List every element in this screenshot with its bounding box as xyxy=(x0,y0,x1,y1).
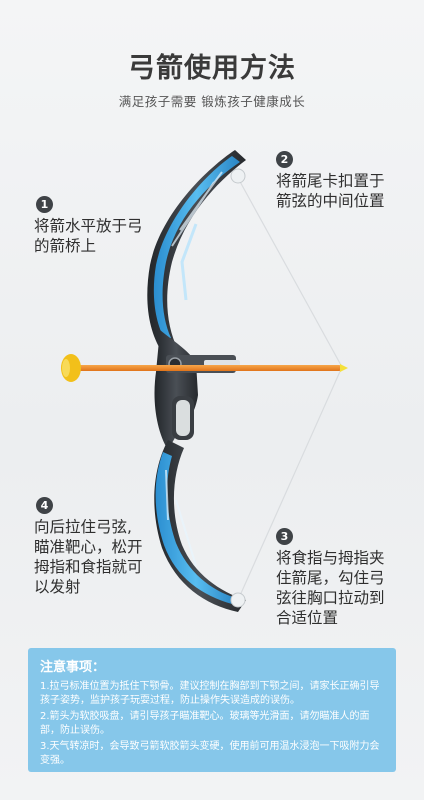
bow-riser xyxy=(154,330,240,450)
notice-item-3: 3.天气转凉时，会导致弓箭软胶箭头变硬，使用前可用温水浸泡一下吸附力会变强。 xyxy=(40,741,380,766)
step-3-line-2: 住箭尾，勾住弓 xyxy=(276,569,385,587)
notice-box: 注意事项： 1.拉弓标准位置为抵住下颚骨。建议控制在胸部到下颚之间，请家长正确引… xyxy=(28,648,396,772)
step-2-line-1: 将箭尾卡扣置于 xyxy=(276,172,385,190)
step-4-text: 向后拉住弓弦, 瞄准靶心，松开 拇指和食指就可 以发射 xyxy=(34,517,143,597)
arrow xyxy=(61,354,348,382)
upper-tip xyxy=(230,168,246,184)
step-1-text: 将箭水平放于弓 的箭桥上 xyxy=(34,216,143,256)
step-1-line-1: 将箭水平放于弓 xyxy=(34,217,143,235)
notice-item-1: 1.拉弓标准位置为抵住下颚骨。建议控制在胸部到下颚之间，请家长正确引导孩子姿势，… xyxy=(40,681,380,706)
bow-illustration xyxy=(61,150,348,612)
step-4-line-2: 瞄准靶心，松开 xyxy=(34,538,143,556)
step-4-line-4: 以发射 xyxy=(34,578,81,596)
page-title: 弓箭使用方法 xyxy=(128,53,296,84)
lower-limb xyxy=(154,440,246,612)
step-4-line-3: 拇指和食指就可 xyxy=(34,558,143,576)
step-3-badge: 3 xyxy=(276,528,293,545)
notice-item-2: 2.箭头为软胶吸盘，请引导孩子瞄准靶心。玻璃等光滑面，请勿瞄准人的面部，防止误伤… xyxy=(40,711,370,736)
notice-title: 注意事项： xyxy=(40,660,106,675)
step-3-text: 将食指与拇指夹 住箭尾，勾住弓 弦往胸口拉动到 合适位置 xyxy=(276,548,385,628)
step-4-badge: 4 xyxy=(36,497,53,514)
lower-tip xyxy=(230,592,246,608)
step-2-badge: 2 xyxy=(276,151,293,168)
step-2-line-2: 箭弦的中间位置 xyxy=(276,192,385,210)
upper-limb xyxy=(147,150,246,352)
page-subtitle: 满足孩子需要 锻炼孩子健康成长 xyxy=(118,94,306,109)
step-1-line-2: 的箭桥上 xyxy=(34,237,97,255)
step-3-line-1: 将食指与拇指夹 xyxy=(276,549,385,567)
step-4-line-1: 向后拉住弓弦, xyxy=(34,518,132,536)
step-3-line-4: 合适位置 xyxy=(276,609,339,627)
step-3-line-3: 弦往胸口拉动到 xyxy=(276,589,385,607)
step-2-text: 将箭尾卡扣置于 箭弦的中间位置 xyxy=(276,171,385,211)
step-1-badge: 1 xyxy=(36,196,53,213)
